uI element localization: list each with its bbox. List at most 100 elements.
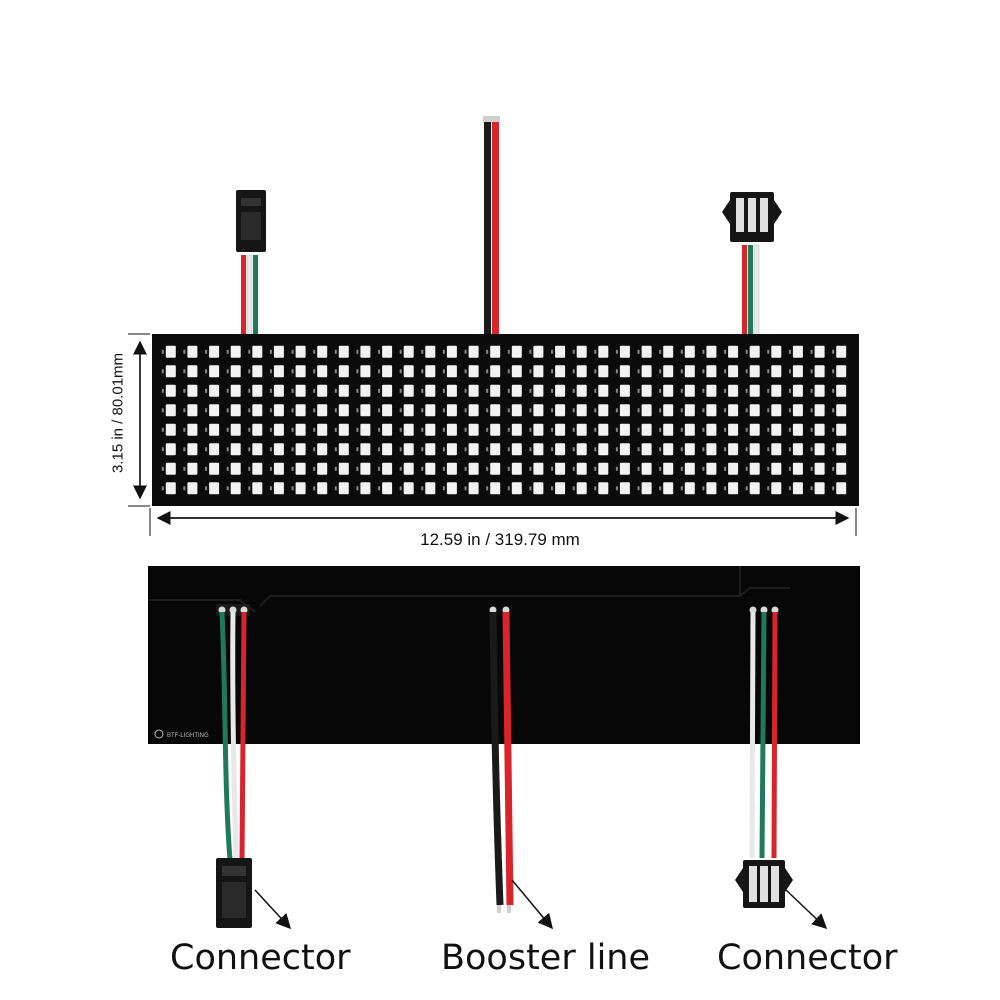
led-pad (486, 447, 489, 452)
led-pad (269, 447, 272, 452)
led-pixel (533, 404, 544, 417)
led-pixel (511, 404, 522, 417)
led-pixel (619, 365, 630, 378)
led-pad (702, 466, 705, 471)
led-pad (334, 349, 337, 354)
led-pad (767, 388, 770, 393)
front-booster-wires (483, 116, 500, 340)
led-pixel (382, 365, 393, 378)
led-pixel (598, 443, 609, 456)
led-pixel (706, 443, 717, 456)
led-pixel (792, 423, 803, 436)
led-pad (356, 466, 359, 471)
led-pad (356, 349, 359, 354)
led-pad (313, 349, 316, 354)
led-pixel (619, 482, 630, 495)
led-pixel (641, 404, 652, 417)
led-pixel (814, 462, 825, 475)
led-pad (378, 369, 381, 374)
led-pad (248, 447, 251, 452)
led-pad (680, 349, 683, 354)
led-pixel (187, 443, 198, 456)
led-pad (702, 388, 705, 393)
led-pad (161, 349, 164, 354)
led-pad (724, 486, 727, 491)
led-pixel (749, 462, 760, 475)
led-pixel (598, 404, 609, 417)
led-pad (507, 388, 510, 393)
led-pad (810, 466, 813, 471)
led-pad (442, 369, 445, 374)
led-pad (183, 466, 186, 471)
led-pad (810, 408, 813, 413)
led-pad (594, 369, 597, 374)
led-pixel (252, 345, 263, 358)
led-pixel (792, 482, 803, 495)
led-pixel (533, 443, 544, 456)
led-pad (551, 427, 554, 432)
led-pad (810, 447, 813, 452)
led-pad (226, 369, 229, 374)
led-pad (724, 388, 727, 393)
led-pad (334, 369, 337, 374)
led-pad (551, 447, 554, 452)
led-pixel (555, 443, 566, 456)
led-pad (551, 369, 554, 374)
led-pixel (317, 365, 328, 378)
led-pad (832, 466, 835, 471)
led-pad (832, 427, 835, 432)
led-pixel (425, 482, 436, 495)
led-pad (615, 369, 618, 374)
led-pixel (446, 482, 457, 495)
led-pad (421, 388, 424, 393)
led-pad (637, 427, 640, 432)
led-pixel (728, 404, 739, 417)
led-pad (572, 427, 575, 432)
led-pad (507, 486, 510, 491)
led-pad (183, 486, 186, 491)
led-pixel (360, 423, 371, 436)
led-pad (767, 369, 770, 374)
led-pixel (663, 345, 674, 358)
led-pixel (403, 384, 414, 397)
led-pixel (209, 365, 220, 378)
led-pixel (771, 384, 782, 397)
height-dimension-label: 3.15 in / 80.01mm (109, 352, 127, 474)
led-pad (507, 369, 510, 374)
height-dimension-line (128, 333, 150, 507)
led-pixel (619, 345, 630, 358)
led-pad (659, 408, 662, 413)
led-pixel (836, 365, 847, 378)
led-pixel (771, 404, 782, 417)
led-pixel (338, 443, 349, 456)
led-pad (724, 369, 727, 374)
led-pixel (684, 365, 695, 378)
led-pad (334, 486, 337, 491)
led-pixel (360, 365, 371, 378)
led-pixel (814, 404, 825, 417)
led-pixel (576, 404, 587, 417)
led-pixel (446, 443, 457, 456)
led-pad (334, 388, 337, 393)
led-pixel (749, 443, 760, 456)
led-pixel (468, 404, 479, 417)
led-pad (767, 349, 770, 354)
led-pixel (273, 345, 284, 358)
led-pixel (771, 423, 782, 436)
led-pad (832, 349, 835, 354)
led-pad (572, 447, 575, 452)
led-pixel (273, 482, 284, 495)
led-pixel (446, 365, 457, 378)
led-pad (269, 369, 272, 374)
led-pad (378, 349, 381, 354)
led-pixel (641, 482, 652, 495)
led-pixel (728, 365, 739, 378)
led-pad (378, 447, 381, 452)
led-pixel (338, 423, 349, 436)
led-pad (659, 349, 662, 354)
led-pixel (771, 443, 782, 456)
led-pad (205, 349, 208, 354)
led-pixel (360, 345, 371, 358)
led-pad (464, 466, 467, 471)
led-pad (745, 388, 748, 393)
